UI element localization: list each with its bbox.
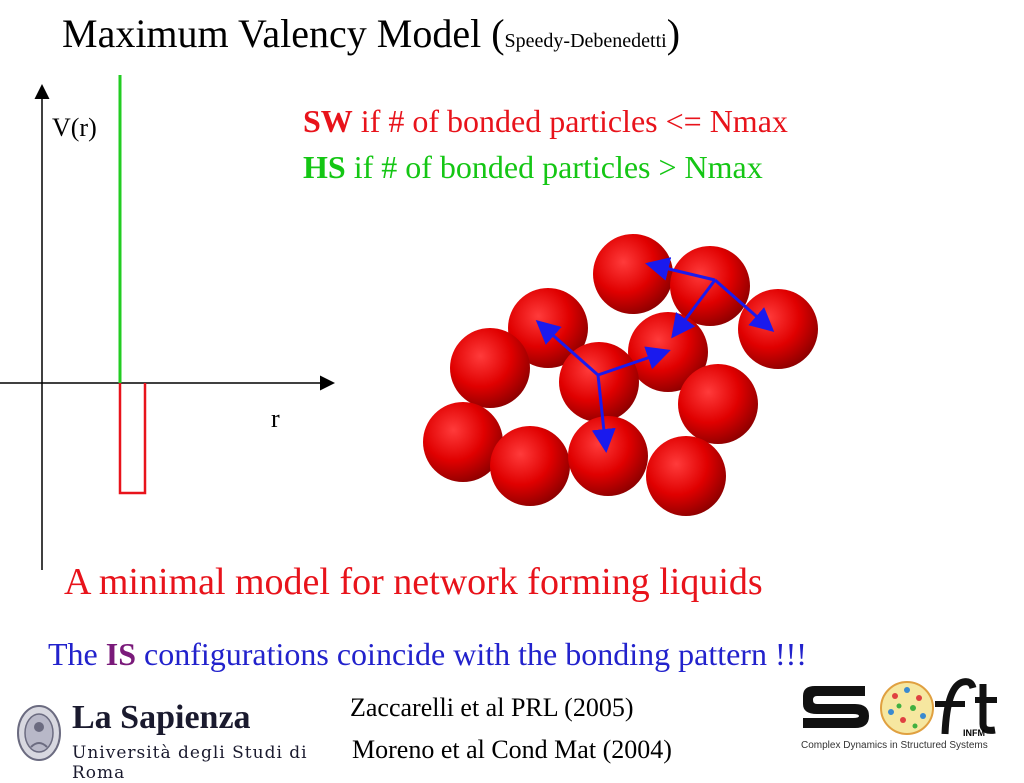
sw-text: if # of bonded particles <= Nmax	[352, 103, 788, 139]
is-post: configurations coincide with the bonding…	[136, 636, 807, 672]
infm-label: INFM	[963, 728, 985, 738]
is-tag: IS	[105, 636, 136, 672]
title-close: )	[666, 11, 681, 56]
is-pre: The	[48, 636, 106, 672]
soft-infm-logo: INFM Complex Dynamics in Structured Syst…	[795, 676, 1010, 766]
bond-arrow	[714, 278, 775, 332]
sw-tag: SW	[303, 103, 353, 139]
title-main: Maximum Valency Model (	[62, 11, 505, 56]
particle	[490, 426, 570, 506]
slide-caption: A minimal model for network forming liqu…	[64, 561, 763, 603]
square-well	[118, 383, 147, 495]
bond-arrow	[535, 320, 599, 377]
reference-2: Moreno et al Cond Mat (2004)	[352, 735, 672, 764]
hs-rule: HS if # of bonded particles > Nmax	[303, 144, 788, 190]
university-name: La Sapienza	[72, 699, 251, 736]
x-axis-label: r	[271, 404, 280, 433]
hs-tag: HS	[303, 149, 346, 185]
particle	[450, 328, 530, 408]
slide-title: Maximum Valency Model (Speedy-Debenedett…	[62, 8, 680, 67]
bonding-rules: SW if # of bonded particles <= Nmax HS i…	[303, 98, 788, 190]
particle	[646, 436, 726, 516]
university-subtitle: Università degli Studi di Roma	[72, 743, 308, 783]
soft-logo-mark	[803, 678, 997, 735]
bond-arrow	[671, 279, 717, 339]
particle	[738, 289, 818, 369]
hs-text: if # of bonded particles > Nmax	[345, 149, 763, 185]
is-statement: The IS configurations coincide with the …	[48, 636, 807, 673]
reference-1: Zaccarelli et al PRL (2005)	[350, 693, 634, 722]
potential-plot	[0, 75, 335, 570]
y-axis-label: V(r)	[52, 113, 97, 142]
particle-cluster	[423, 234, 818, 516]
bond-arrow	[645, 257, 716, 282]
particle	[678, 364, 758, 444]
bond-arrow	[591, 374, 616, 453]
title-subtitle: Speedy-Debenedetti	[504, 30, 667, 52]
sapienza-logo: La Sapienza Università degli Studi di Ro…	[14, 699, 348, 783]
soft-tagline: Complex Dynamics in Structured Systems	[801, 740, 988, 751]
particle	[423, 402, 503, 482]
particle	[593, 234, 673, 314]
particle	[568, 416, 648, 496]
bond-arrows	[535, 257, 775, 453]
bond-arrow	[597, 346, 671, 377]
university-seal-icon	[17, 705, 61, 761]
sw-rule: SW if # of bonded particles <= Nmax	[303, 98, 788, 144]
